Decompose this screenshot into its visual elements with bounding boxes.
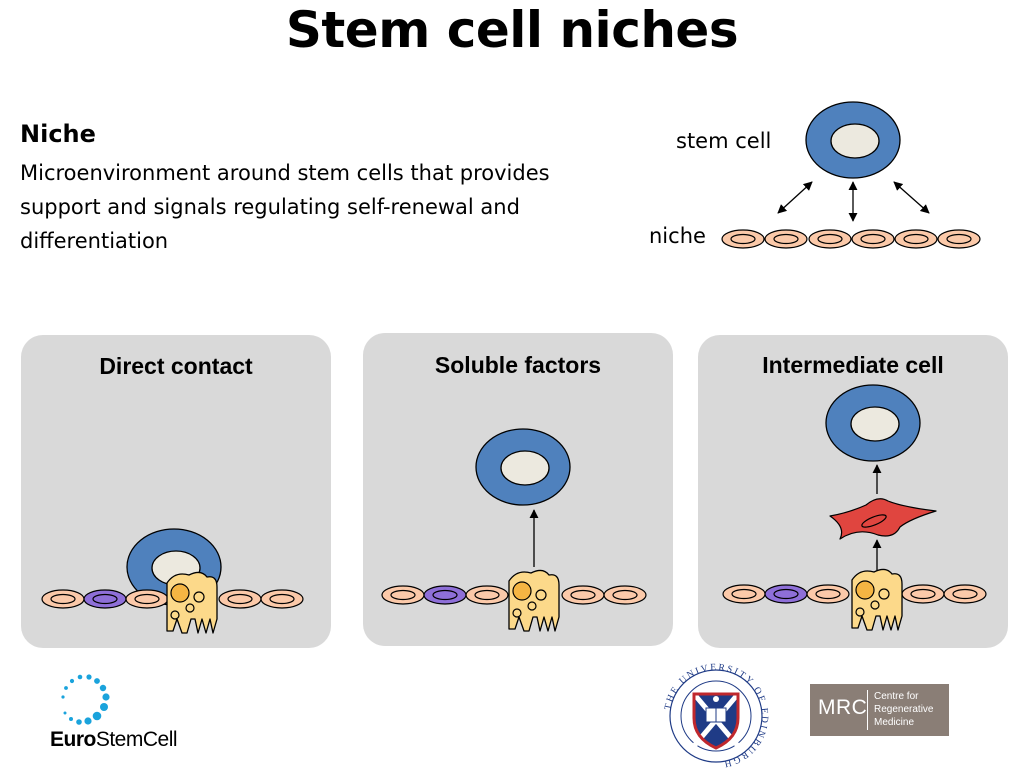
soluble-factors-diagram — [381, 428, 647, 632]
logo-text-regular: StemCell — [95, 728, 178, 751]
mrc-line-3: Medicine — [874, 717, 915, 728]
panel-intermediate-cell: Intermediate cell — [698, 335, 1008, 648]
definition-term: Niche — [20, 120, 96, 148]
mrc-divider — [867, 690, 868, 730]
overview-arrow-right — [893, 181, 930, 214]
page-title: Stem cell niches — [285, 1, 739, 59]
eurostemcell-logo: EuroStemCell — [50, 728, 178, 752]
panel-soluble-factors: Soluble factors — [363, 333, 673, 646]
mrc-line-1: Centre for — [874, 691, 919, 702]
logo-text-bold: Euro — [50, 728, 96, 751]
mrc-centre-name: Centre for Regenerative Medicine — [874, 690, 933, 729]
stem-cell-label: stem cell — [676, 129, 772, 153]
panel-title-intermediate-cell: Intermediate cell — [762, 352, 944, 378]
niche-label: niche — [649, 224, 706, 248]
overview-arrow-left — [777, 181, 813, 214]
mrc-line-2: Regenerative — [874, 704, 934, 715]
panel-title-direct-contact: Direct contact — [99, 353, 253, 379]
intermediate-cell-diagram — [722, 384, 987, 631]
panel-direct-contact: Direct contact — [21, 335, 331, 648]
eurostemcell-dots-icon — [61, 674, 110, 725]
mrc-abbr: MRC — [818, 696, 868, 719]
definition-text: Microenvironment around stem cells that … — [20, 161, 550, 253]
panel-title-soluble-factors: Soluble factors — [434, 352, 602, 378]
mrc-logo: MRC Centre for Regenerative Medicine — [810, 684, 949, 736]
intermediate-cell — [829, 498, 937, 540]
